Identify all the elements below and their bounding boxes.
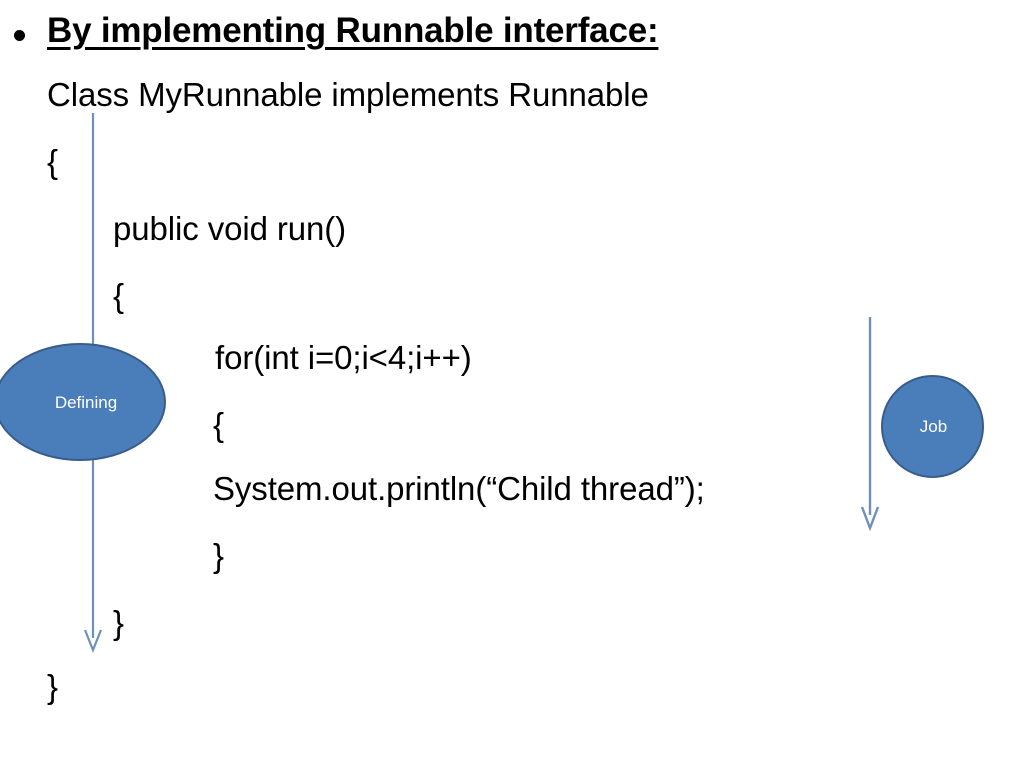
heading-bullet-row: By implementing Runnable interface: <box>0 8 980 64</box>
code-line: Class MyRunnable implements Runnable <box>47 76 649 113</box>
code-line: } <box>47 668 58 705</box>
code-line: } <box>213 537 224 574</box>
defining-ellipse-shape[interactable]: Defining <box>0 343 166 461</box>
code-line: { <box>213 406 224 443</box>
code-line: public void run() <box>113 210 347 247</box>
page-title: By implementing Runnable interface: <box>47 11 659 50</box>
job-ellipse-label: Job <box>919 417 948 436</box>
job-ellipse-shape[interactable]: Job <box>881 375 984 478</box>
code-line: System.out.println(“Child thread”); <box>213 470 705 507</box>
bullet-dot-icon <box>14 30 25 41</box>
code-line: } <box>113 604 124 641</box>
defining-ellipse-label: Defining <box>54 392 118 412</box>
code-line: { <box>47 143 58 180</box>
code-line: { <box>113 277 124 314</box>
code-line: for(int i=0;i<4;i++) <box>215 339 472 376</box>
